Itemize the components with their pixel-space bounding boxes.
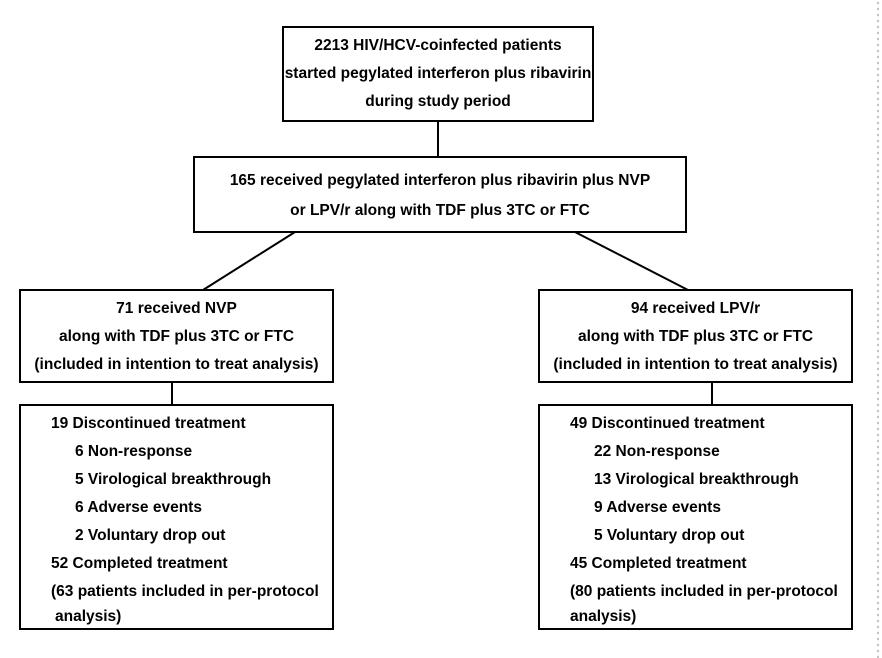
- lpvr-reason-dropout: 5 Voluntary drop out: [594, 527, 745, 544]
- lpvr-arm-line-3: (included in intention to treat analysis…: [553, 356, 838, 373]
- nvp-discontinued: 19 Discontinued treatment: [51, 415, 246, 432]
- lpvr-per-protocol-line-2: analysis): [570, 608, 637, 625]
- page-edge-dots: [876, 0, 880, 658]
- connector-second-to-right-arm: [574, 231, 689, 291]
- enrolled-patients-line-3: during study period: [365, 93, 511, 110]
- lpvr-completed: 45 Completed treatment: [570, 555, 747, 572]
- enrolled-patients-line-1: 2213 HIV/HCV-coinfected patients: [314, 37, 562, 54]
- lpvr-arm-line-2: along with TDF plus 3TC or FTC: [577, 328, 814, 345]
- nvp-reason-breakthrough: 5 Virological breakthrough: [75, 471, 272, 488]
- lpvr-arm-line-1: 94 received LPV/r: [630, 300, 761, 317]
- connector-second-to-left-arm: [202, 231, 296, 291]
- regimen-box: 165 received pegylated interferon plus r…: [193, 156, 687, 233]
- nvp-per-protocol-line-1: (63 patients included in per-protocol: [51, 583, 319, 600]
- regimen-line-1: 165 received pegylated interferon plus r…: [229, 172, 651, 189]
- lpvr-discontinued: 49 Discontinued treatment: [570, 415, 765, 432]
- nvp-per-protocol-line-2: analysis): [55, 608, 122, 625]
- nvp-arm-box: 71 received NVP along with TDF plus 3TC …: [19, 289, 334, 383]
- enrolled-patients-line-2: started pegylated interferon plus ribavi…: [284, 65, 592, 82]
- nvp-arm-line-3: (included in intention to treat analysis…: [34, 356, 319, 373]
- lpvr-reason-adverse: 9 Adverse events: [594, 499, 721, 516]
- lpvr-reason-nonresponse: 22 Non-response: [594, 443, 720, 460]
- nvp-completed: 52 Completed treatment: [51, 555, 228, 572]
- nvp-arm-line-2: along with TDF plus 3TC or FTC: [58, 328, 295, 345]
- lpvr-per-protocol-line-1: (80 patients included in per-protocol: [570, 583, 838, 600]
- regimen-line-2: or LPV/r along with TDF plus 3TC or FTC: [290, 202, 590, 219]
- nvp-reason-adverse: 6 Adverse events: [75, 499, 202, 516]
- lpvr-outcome-box: 49 Discontinued treatment 22 Non-respons…: [538, 404, 853, 630]
- nvp-outcome-box: 19 Discontinued treatment 6 Non-response…: [19, 404, 334, 630]
- nvp-reason-nonresponse: 6 Non-response: [75, 443, 193, 460]
- lpvr-arm-box: 94 received LPV/r along with TDF plus 3T…: [538, 289, 853, 383]
- lpvr-reason-breakthrough: 13 Virological breakthrough: [594, 471, 799, 488]
- enrolled-patients-box: 2213 HIV/HCV-coinfected patients started…: [282, 26, 594, 122]
- nvp-reason-dropout: 2 Voluntary drop out: [75, 527, 226, 544]
- nvp-arm-line-1: 71 received NVP: [116, 300, 237, 317]
